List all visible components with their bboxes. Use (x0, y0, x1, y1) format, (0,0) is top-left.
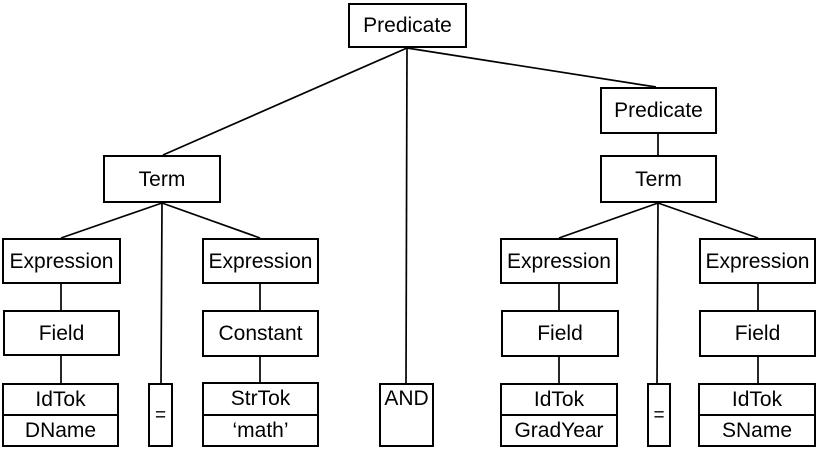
node-label: Predicate (363, 14, 452, 37)
node-label: AND (384, 387, 429, 410)
node-field-1: Field (3, 310, 120, 356)
node-constant-1: Constant (202, 310, 319, 357)
node-expression-1: Expression (2, 238, 121, 284)
edge-term-left-to-equals-left (160, 202, 163, 384)
token-type-label: IdTok (533, 388, 585, 411)
node-and-operator: AND (379, 383, 434, 447)
edge-term-left-to-expression-1 (60, 202, 163, 239)
node-label: Field (734, 322, 781, 345)
node-field-2: Field (501, 310, 619, 357)
node-equals-left: = (148, 383, 173, 447)
token-type-label: IdTok (731, 388, 783, 411)
node-label: Term (635, 167, 682, 191)
node-predicate-root: Predicate (348, 3, 467, 48)
edge-term-right-to-expression-3 (558, 202, 659, 239)
node-label: Expression (705, 249, 810, 273)
node-label: Term (138, 167, 186, 191)
node-label: Expression (9, 249, 114, 273)
edge-term-right-to-expression-4 (657, 202, 759, 239)
node-expression-4: Expression (699, 238, 816, 284)
node-label: Constant (218, 322, 303, 345)
node-label: Field (38, 321, 85, 345)
node-label: = (154, 404, 167, 426)
node-label: = (653, 404, 665, 426)
node-equals-right: = (647, 383, 671, 447)
node-label: Expression (507, 249, 611, 273)
edge-predicate-root-to-predicate-right (406, 47, 657, 88)
node-label: Field (537, 322, 583, 345)
edge-predicate-root-to-term-left (162, 47, 408, 156)
token-value-label: ‘math’ (204, 413, 317, 446)
node-term-right: Term (600, 155, 717, 203)
node-token-math: StrTok‘math’ (202, 382, 319, 447)
token-type-label: IdTok (35, 388, 86, 411)
token-value-label: GradYear (502, 414, 616, 445)
node-label: Expression (208, 249, 313, 273)
node-predicate-right: Predicate (600, 87, 717, 134)
token-type-label: StrTok (230, 387, 291, 411)
edge-term-right-to-equals-right (656, 202, 659, 384)
edge-term-left-to-expression-2 (161, 202, 261, 239)
edge-predicate-root-to-and-operator (405, 47, 408, 384)
node-term-left: Term (103, 155, 221, 203)
node-label: Predicate (614, 99, 703, 122)
token-value-label: DName (4, 414, 117, 445)
token-value-label: SName (700, 414, 814, 445)
node-expression-3: Expression (500, 238, 618, 284)
node-field-3: Field (699, 310, 816, 357)
node-expression-2: Expression (202, 238, 319, 284)
